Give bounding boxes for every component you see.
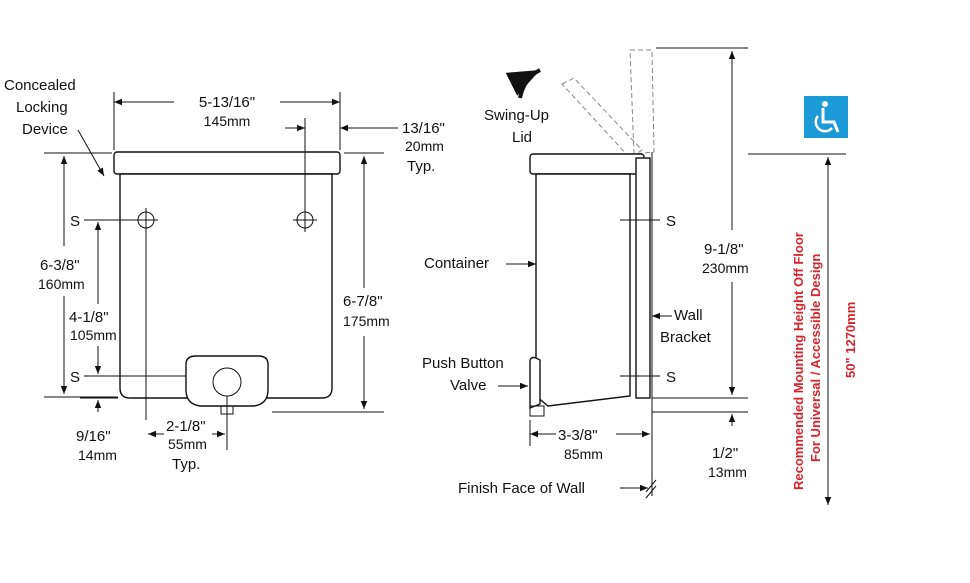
overall-height-imperial: 6-7/8" [343, 293, 383, 310]
swing-up-lid-line2: Lid [512, 129, 532, 146]
locking-device-line1: Concealed [4, 77, 76, 94]
front-valve-housing [185, 355, 269, 407]
valve-offset-typ: Typ. [172, 456, 200, 473]
mounting-line1: Recommended Mounting Height Off Floor [791, 232, 806, 490]
lid-open-outline [561, 77, 643, 159]
bottom-offset-imperial: 9/16" [76, 428, 111, 445]
bottom-gap-metric: 13mm [708, 464, 747, 480]
side-screw-mark-upper: S [666, 213, 676, 230]
side-screw-mark-lower: S [666, 369, 676, 386]
front-lid [113, 151, 341, 175]
mounting-height: Recommended Mounting Height Off Floor Fo… [748, 96, 858, 505]
top-width-imperial: 5-13/16" [199, 94, 255, 111]
wall-bracket-line1: Wall [674, 307, 703, 324]
bottom-gap-imperial: 1/2" [712, 445, 738, 462]
screw-height-imperial: 6-3/8" [40, 257, 80, 274]
push-button-line1: Push Button [422, 355, 504, 372]
overall-height-metric: 175mm [343, 313, 390, 329]
overhang-typ: Typ. [407, 158, 435, 175]
screw-mark-lower: S [70, 369, 80, 386]
mounting-height-value: 50" 1270mm [843, 302, 858, 378]
front-container [119, 173, 333, 399]
clearance-metric: 230mm [702, 260, 749, 276]
screw-mark-upper: S [70, 213, 80, 230]
depth-imperial: 3-3/8" [558, 427, 598, 444]
valve-offset-metric: 55mm [168, 436, 207, 452]
screw-height-metric: 160mm [38, 276, 85, 292]
side-container [535, 173, 631, 407]
swing-up-lid-line1: Swing-Up [484, 107, 549, 124]
mounting-line2: For Universal / Accessible Design [808, 254, 823, 462]
push-button-line2: Valve [450, 377, 486, 394]
front-view: 5-13/16" 145mm 13/16" 20mm Typ. Conceale… [4, 77, 445, 473]
clearance-imperial: 9-1/8" [704, 241, 744, 258]
screw-hole-right [293, 208, 317, 232]
valve-offset-imperial: 2-1/8" [166, 418, 206, 435]
side-valve [529, 356, 541, 410]
screw-spacing-metric: 105mm [70, 327, 117, 343]
screw-hole-left [134, 208, 158, 232]
container-label: Container [424, 255, 489, 272]
screw-spacing-imperial: 4-1/8" [69, 309, 109, 326]
locking-device-line2: Locking [16, 99, 68, 116]
finish-face-label: Finish Face of Wall [458, 480, 585, 497]
overhang-imperial: 13/16" [402, 120, 445, 137]
depth-metric: 85mm [564, 446, 603, 462]
bottom-offset-metric: 14mm [78, 447, 117, 463]
locking-device-line3: Device [22, 121, 68, 138]
wheelchair-accessibility-icon [804, 96, 848, 138]
overhang-metric: 20mm [405, 138, 444, 154]
swing-arrow-icon [505, 68, 541, 99]
top-width-metric: 145mm [204, 113, 251, 129]
wall-bracket-line2: Bracket [660, 329, 712, 346]
side-view: Swing-Up Lid S S Container Wall Bracket … [422, 47, 749, 499]
wall-bracket [635, 157, 651, 399]
side-lid [529, 153, 645, 175]
